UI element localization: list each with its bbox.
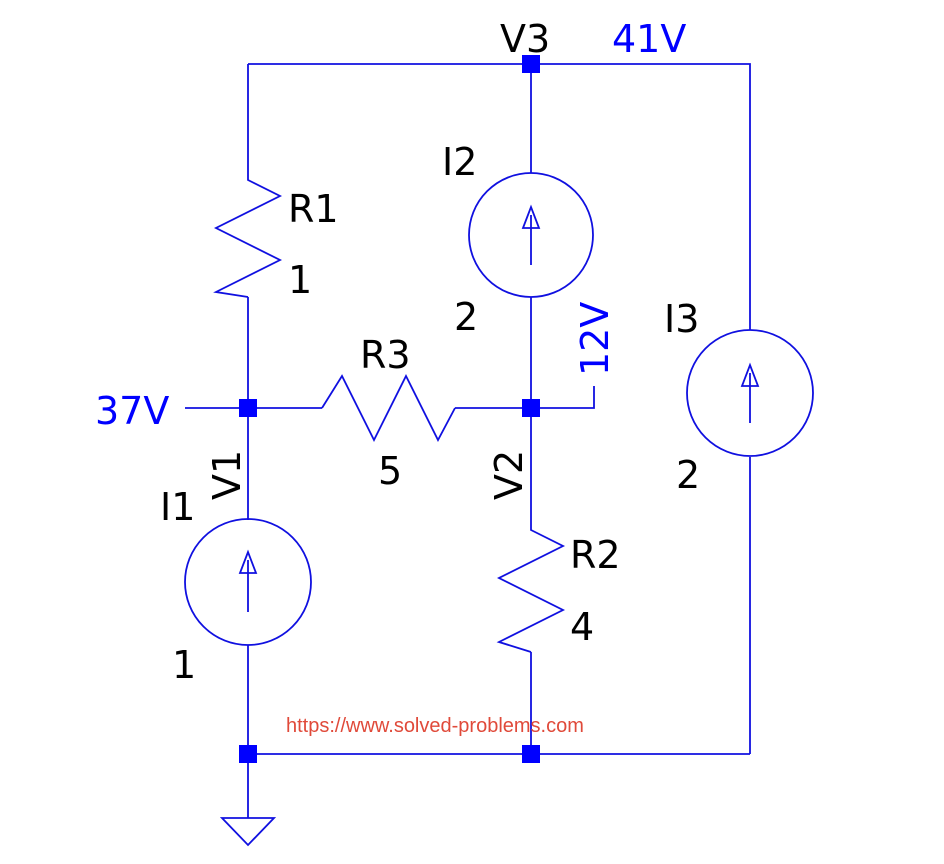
i2-name: I2 <box>442 140 477 184</box>
r3-name: R3 <box>360 333 411 377</box>
i3-value: 2 <box>676 453 700 497</box>
wire-top <box>248 63 751 330</box>
node-v2 <box>522 399 540 417</box>
node-v2-voltage: 12V <box>573 302 617 376</box>
i2-value: 2 <box>454 295 478 339</box>
current-source-i1 <box>184 518 312 646</box>
r1-value: 1 <box>288 258 312 302</box>
r1-name: R1 <box>288 187 339 231</box>
resistor-r2 <box>496 520 566 653</box>
node-v3-name: V3 <box>500 17 550 61</box>
node-v1 <box>239 399 257 417</box>
r2-value: 4 <box>570 605 594 649</box>
node-v3 <box>522 55 540 73</box>
r3-value: 5 <box>378 449 402 493</box>
node-v2-name: V2 <box>487 450 531 500</box>
node-ground-mid <box>522 745 540 763</box>
watermark-url: https://www.solved-problems.com <box>286 715 584 737</box>
resistor-r1 <box>213 165 283 298</box>
junction-nodes <box>239 55 540 763</box>
node-ground-left <box>239 745 257 763</box>
current-source-i3 <box>686 329 814 457</box>
i3-name: I3 <box>664 297 699 341</box>
wire-v2-flag <box>531 386 595 409</box>
current-source-i2 <box>468 172 594 298</box>
node-v1-voltage: 37V <box>95 389 169 433</box>
i1-value: 1 <box>172 643 196 687</box>
ground-symbol <box>219 817 277 847</box>
node-v1-name: V1 <box>205 450 249 500</box>
node-v3-voltage: 41V <box>612 17 686 61</box>
r2-name: R2 <box>570 533 621 577</box>
resistor-r3 <box>321 373 456 443</box>
i1-name: I1 <box>160 485 195 529</box>
